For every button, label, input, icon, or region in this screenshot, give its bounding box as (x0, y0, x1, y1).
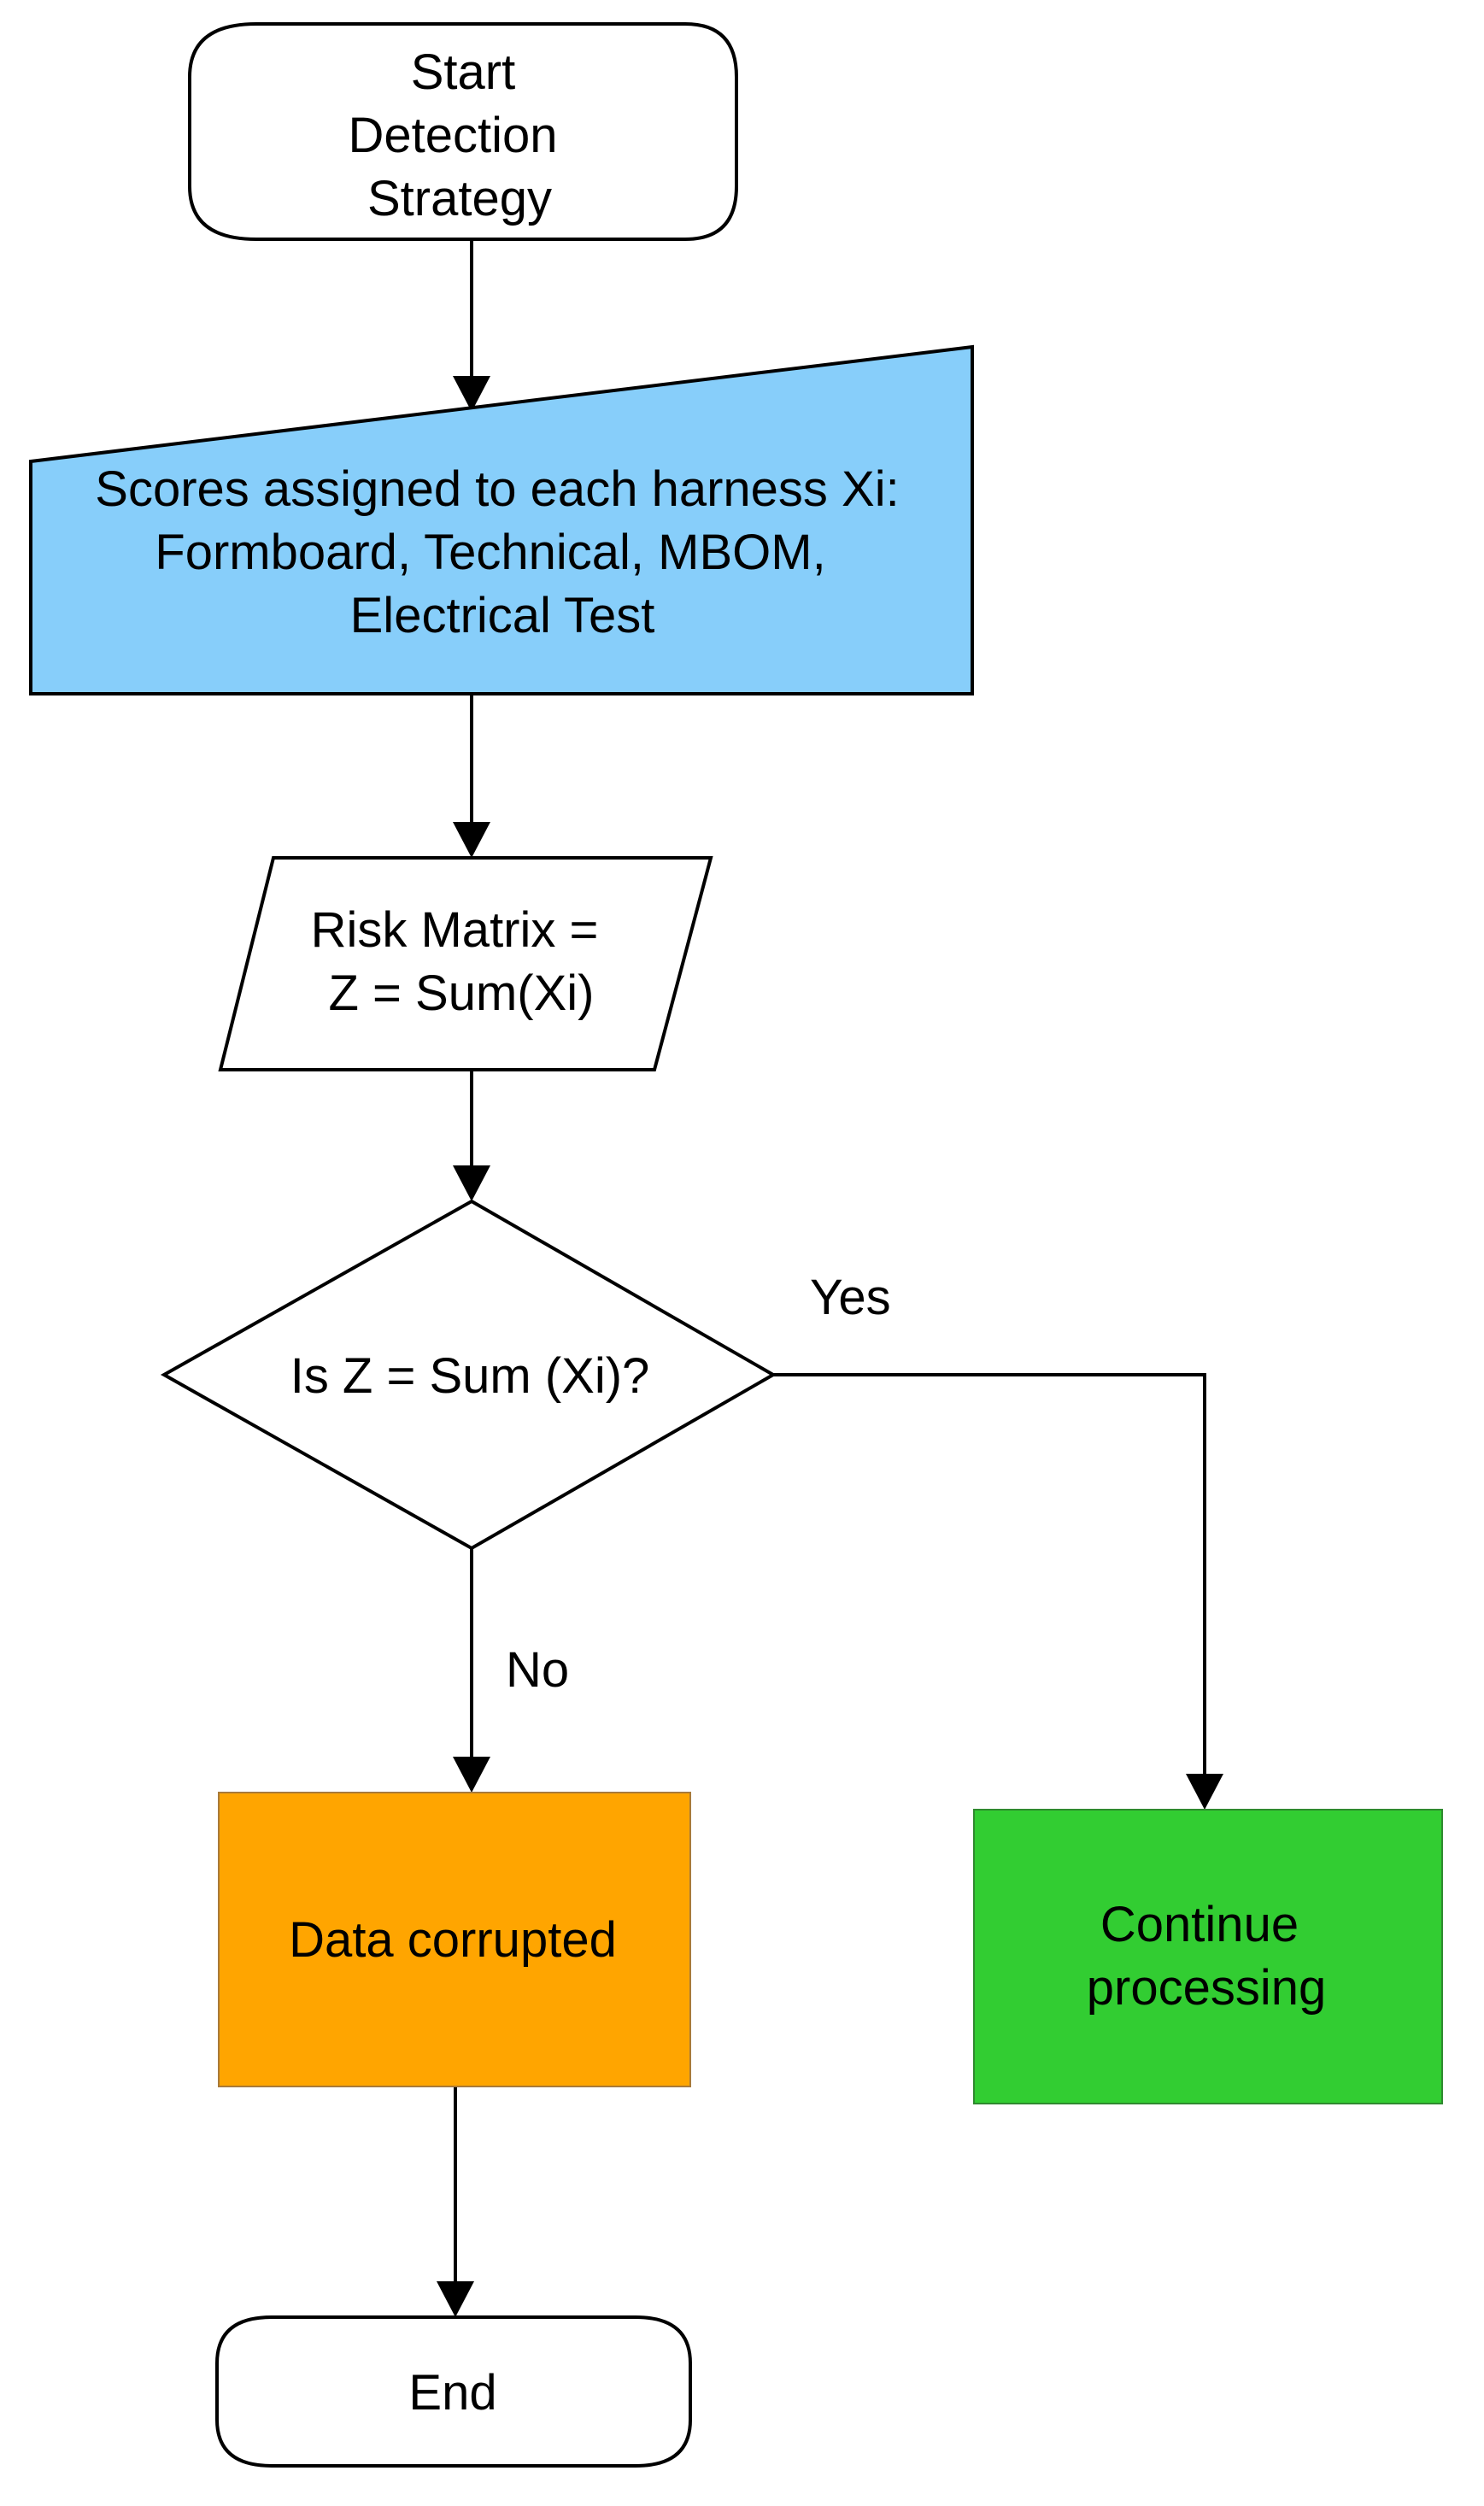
risk-line-1: Risk Matrix = (311, 902, 599, 958)
risk-data-shape (218, 856, 713, 1071)
scores-manual-input (29, 344, 974, 695)
continue-process-box (973, 1809, 1443, 2104)
arrowhead-decision-corrupted (453, 1757, 490, 1793)
end-terminator (215, 2315, 692, 2468)
scores-line-3: Electrical Test (350, 588, 655, 643)
start-line-3: Strategy (367, 171, 552, 226)
edge-label-no: No (506, 1642, 569, 1698)
end-label: End (408, 2365, 496, 2421)
scores-line-2: Formboard, Technical, MBOM, (155, 525, 825, 580)
risk-line-2: Z = Sum(Xi) (329, 965, 595, 1021)
decision-label: Is Z = Sum (Xi)? (290, 1348, 650, 1404)
corrupted-process-box (218, 1792, 691, 2087)
edge-label-yes: Yes (810, 1270, 891, 1325)
corrupted-label: Data corrupted (289, 1912, 617, 1968)
start-terminator (188, 22, 738, 241)
arrowhead-decision-continue (1186, 1774, 1223, 1810)
decision-diamond (160, 1199, 777, 1551)
arrowhead-corrupted-end (437, 2281, 474, 2317)
arrowhead-start-scores (453, 376, 490, 412)
edge-decision-continue (773, 1373, 1206, 1774)
continue-line-2: processing (1087, 1960, 1326, 2016)
start-line-1: Start (411, 44, 516, 100)
continue-line-1: Continue (1100, 1897, 1299, 1952)
arrowhead-scores-risk (453, 822, 490, 858)
scores-line-1: Scores assigned to each harness Xi: (95, 461, 899, 517)
start-line-2: Detection (348, 108, 557, 163)
arrowhead-risk-decision (453, 1165, 490, 1201)
